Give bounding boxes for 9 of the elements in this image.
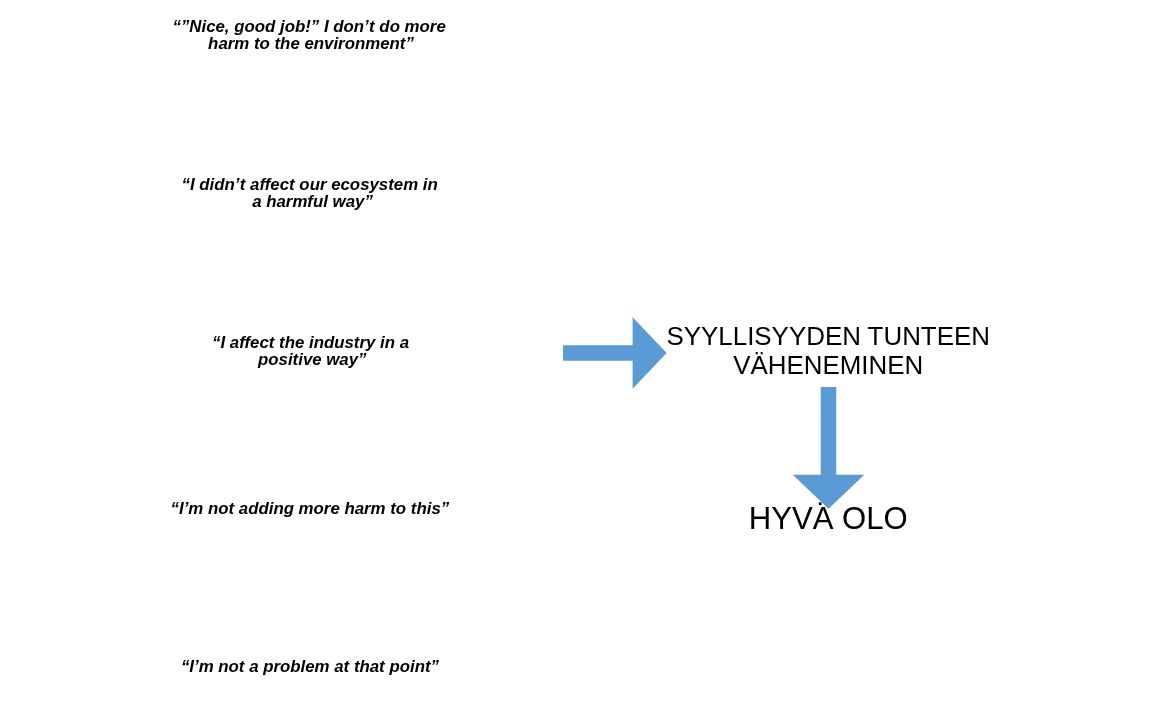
node-text: SYYLLISYYDEN TUNTEEN VÄHENEMINEN (665, 322, 990, 379)
node-text: HYVÄ OLO (748, 501, 908, 537)
arrow (562, 317, 667, 389)
label: “”Nice, good job!” I don’t do more harm to the environment” (171, 17, 446, 53)
label: “I didn’t affect our ecosystem in a harmful way” (181, 175, 438, 212)
label: “I affect the industry in a positive way” (211, 333, 409, 370)
arrow (792, 387, 864, 509)
label: “I’m not adding more harm to this” (170, 499, 449, 519)
label: “I’m not a problem at that point” (180, 657, 439, 677)
